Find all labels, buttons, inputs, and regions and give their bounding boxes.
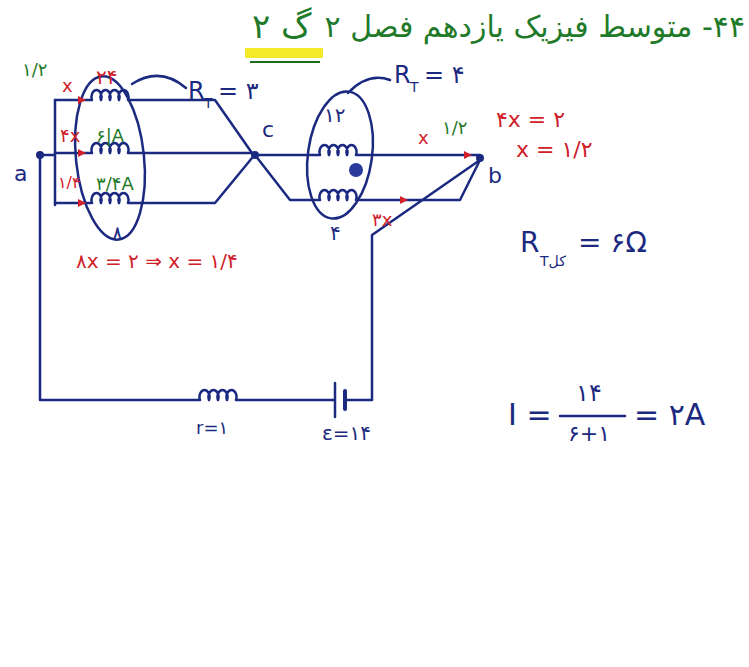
arrow-head — [78, 199, 86, 207]
arrow-head — [78, 96, 86, 104]
node-label: a — [14, 162, 27, 186]
equation-text: = ۶Ω — [578, 228, 647, 259]
current-value: ۱/۲ — [442, 118, 467, 138]
resistor-value: ۸ — [112, 222, 123, 244]
fraction-bar — [560, 415, 625, 418]
equation-text: = ۲A — [634, 398, 705, 431]
highlight — [245, 48, 323, 58]
current-value: x — [418, 128, 429, 148]
resistor-symbol — [55, 143, 255, 153]
battery-symbol — [334, 383, 337, 417]
arrow-head — [464, 151, 472, 159]
equation-text: ۴x = ۲ — [496, 108, 565, 132]
leader-line — [132, 76, 186, 88]
arrow-head — [400, 196, 408, 204]
page-tag: ۲ گ — [252, 8, 312, 45]
current-value: ۴x — [60, 126, 80, 146]
equation-text: R — [394, 62, 411, 88]
group-loop — [68, 73, 153, 243]
equation-text: ۶+۱ — [568, 422, 610, 446]
equation-text: ۱۴ — [576, 380, 602, 406]
equation-text: I = — [508, 398, 552, 431]
equation-text: ۸x = ۲ ⇒ x = ۱/۴ — [76, 250, 238, 272]
current-value: x — [62, 76, 73, 96]
current-value: ۶|A — [96, 126, 124, 146]
equation-text: x = ۱/۲ — [516, 138, 592, 162]
resistor-value: ۴ — [330, 222, 341, 244]
equation-text: R — [520, 228, 539, 259]
resistor-value: ۱۲ — [324, 104, 345, 126]
current-value: ۱/۲ — [22, 60, 47, 80]
resistor-symbol — [255, 145, 480, 155]
resistor-value: ۲۴ — [96, 66, 117, 88]
junction-dot — [476, 154, 484, 162]
equation-text: = ۳ — [218, 78, 259, 104]
junction-dot — [36, 151, 44, 159]
equation-text: T — [410, 80, 419, 95]
underline — [250, 61, 320, 63]
resistor-value: r=۱ — [196, 418, 228, 438]
title-note: ۴۴- متوسط فیزیک یازدهم فصل ۲ — [325, 10, 745, 43]
ink-blot — [349, 163, 363, 177]
equation-text: R — [188, 78, 205, 104]
node-label: b — [488, 164, 502, 188]
resistor-symbol — [55, 158, 252, 203]
leader-line — [348, 78, 390, 93]
arrow-head — [78, 149, 86, 157]
battery-symbol — [343, 391, 347, 409]
equation-text: Tکل — [540, 254, 566, 269]
equation-text: T — [204, 96, 213, 111]
junction-dot — [251, 151, 259, 159]
node-label: c — [262, 118, 274, 142]
equation-text: = ۴ — [424, 62, 465, 88]
current-value: ۳x — [372, 210, 392, 230]
group-loop — [299, 87, 380, 223]
emf-value: ε=۱۴ — [322, 422, 371, 444]
wire — [40, 155, 480, 400]
current-value: ۳/۴A — [96, 174, 134, 194]
current-value: ۱/۴ — [58, 174, 81, 192]
